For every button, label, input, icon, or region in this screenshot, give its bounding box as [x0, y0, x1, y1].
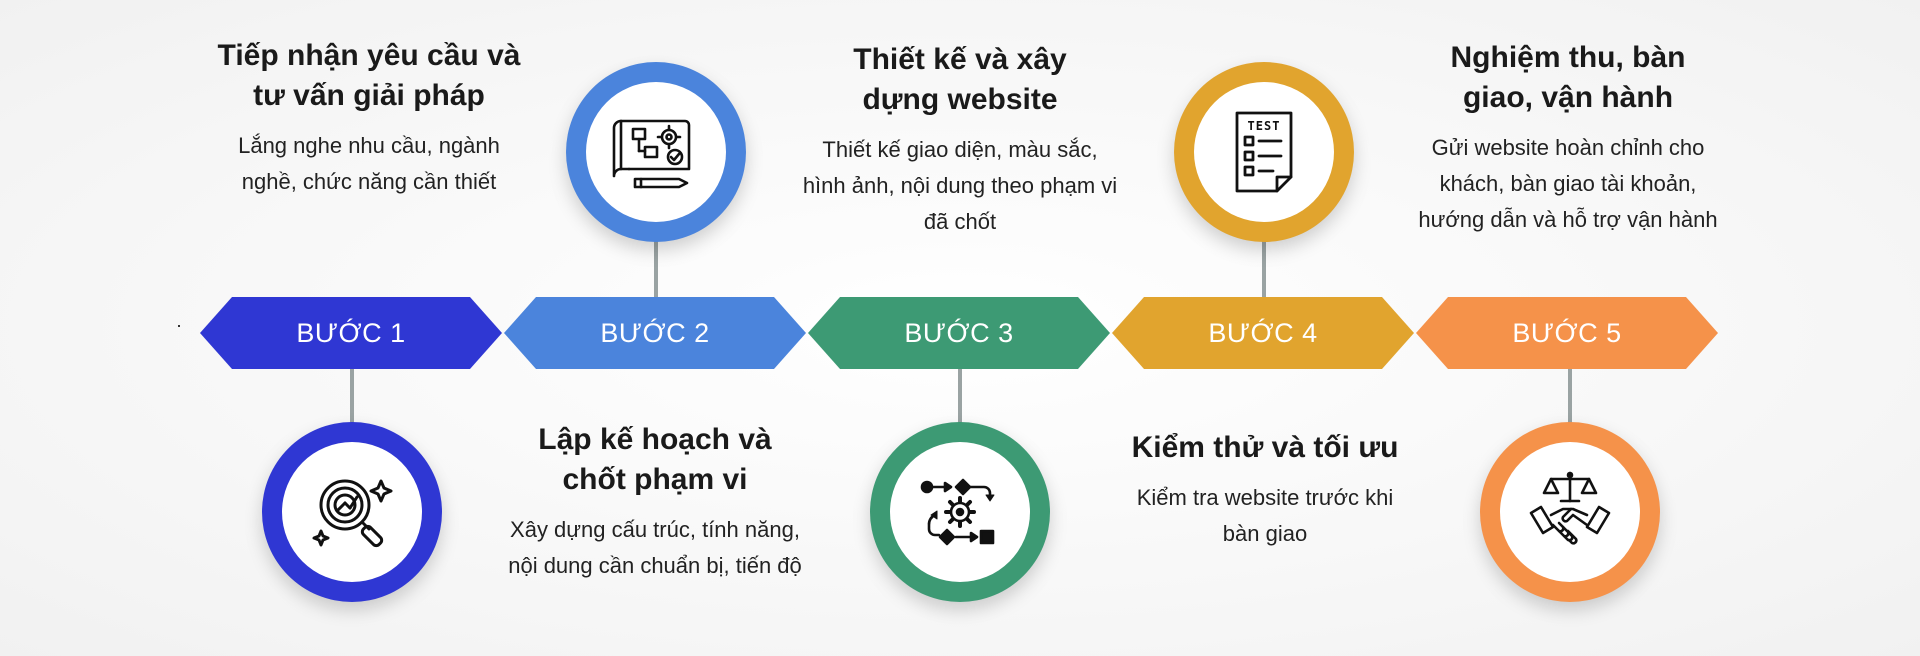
step-1-label: BƯỚC 1: [296, 318, 406, 348]
handshake-scale-icon: [1529, 471, 1611, 545]
connector-step-1: [350, 369, 354, 423]
step-1-description: Lắng nghe nhu cầu, ngành nghề, chức năng…: [238, 133, 500, 194]
step-5-label: BƯỚC 5: [1512, 318, 1622, 348]
step-1-title: Tiếp nhận yêu cầu và tư vấn giải pháp: [217, 39, 521, 112]
step-5-shape: BƯỚC 5: [1416, 297, 1718, 369]
step-1-text: Tiếp nhận yêu cầu và tư vấn giải pháp Lắ…: [199, 36, 539, 200]
step-3-circle: [870, 422, 1050, 602]
workflow-gear-icon: [920, 478, 995, 546]
svg-text:TEST: TEST: [1248, 119, 1281, 133]
step-2-text: Lập kế hoạch và chốt phạm vi Xây dựng cấ…: [485, 420, 825, 584]
connector-step-5: [1568, 369, 1572, 423]
step-5-circle: [1480, 422, 1660, 602]
step-3-label: BƯỚC 3: [904, 318, 1014, 348]
step-4-text: Kiểm thử và tối ưu Kiểm tra website trướ…: [1095, 428, 1435, 552]
step-1-shape: BƯỚC 1: [200, 297, 502, 369]
step-4-description: Kiểm tra website trước khi bàn giao: [1136, 485, 1394, 546]
test-checklist-icon: TEST: [1235, 111, 1293, 193]
step-4-title: Kiểm thử và tối ưu: [1131, 431, 1399, 464]
step-4-shape: BƯỚC 4: [1112, 297, 1414, 369]
step-4-label: BƯỚC 4: [1208, 318, 1318, 348]
step-4-circle: TEST: [1174, 62, 1354, 242]
step-5-text: Nghiệm thu, bàn giao, vận hành Gửi websi…: [1398, 38, 1738, 238]
step-2-shape: BƯỚC 2: [504, 297, 806, 369]
step-3-title: Thiết kế và xây dựng website: [853, 43, 1067, 116]
step-1-circle: [262, 422, 442, 602]
step-3-description: Thiết kế giao diện, màu sắc, hình ảnh, n…: [802, 137, 1118, 234]
step-2-label: BƯỚC 2: [600, 318, 710, 348]
step-2-circle: [566, 62, 746, 242]
step-5-description: Gửi website hoàn chỉnh cho khách, bàn gi…: [1418, 135, 1718, 232]
step-2-title: Lập kế hoạch và chốt phạm vi: [538, 423, 772, 496]
connector-step-4: [1262, 240, 1266, 298]
step-3-shape: BƯỚC 3: [808, 297, 1110, 369]
research-magnifier-icon: [312, 479, 393, 548]
step-3-text: Thiết kế và xây dựng website Thiết kế gi…: [790, 40, 1130, 240]
step-5-title: Nghiệm thu, bàn giao, vận hành: [1450, 41, 1686, 114]
connector-step-3: [958, 369, 962, 423]
stray-dot: [178, 325, 180, 327]
connector-step-2: [654, 240, 658, 298]
blueprint-plan-icon: [612, 119, 691, 189]
step-2-description: Xây dựng cấu trúc, tính năng, nội dung c…: [508, 517, 802, 578]
